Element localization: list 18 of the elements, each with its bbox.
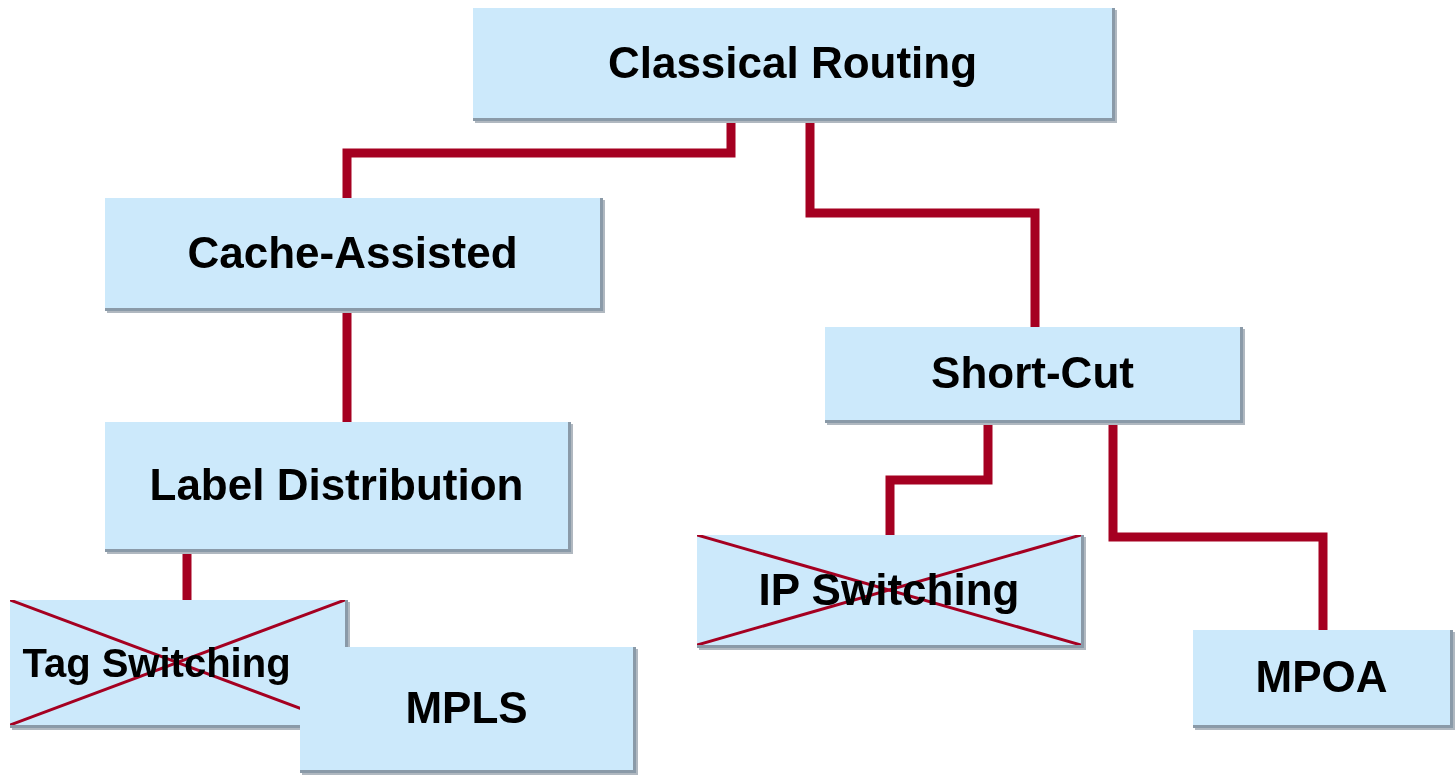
- box: [300, 647, 636, 773]
- node-label: Short-Cut: [930, 348, 1135, 399]
- node-label: MPLS: [404, 683, 529, 734]
- connector-line: [182, 552, 192, 600]
- connector-line: [1108, 423, 1328, 630]
- connector-line: [805, 121, 1040, 327]
- box: [105, 422, 571, 552]
- connector-line: [342, 311, 352, 422]
- node-label: MPOA: [1254, 652, 1389, 703]
- node-label: Cache-Assisted: [186, 227, 519, 279]
- box: [1193, 630, 1453, 728]
- node-label: Classical Routing: [606, 37, 979, 89]
- connector-line: [342, 121, 736, 198]
- connector-line: [885, 423, 993, 535]
- box: [105, 198, 603, 311]
- box: [825, 327, 1243, 423]
- node-label: Label Distribution: [148, 460, 525, 511]
- box: [473, 8, 1115, 121]
